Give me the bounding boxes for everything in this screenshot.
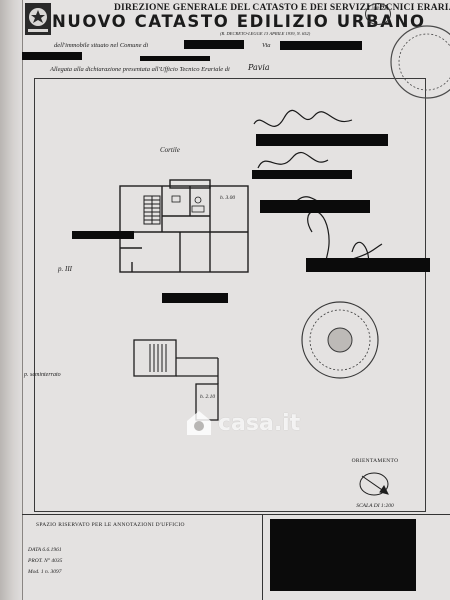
office-protocol: PROT. N° 4035	[28, 558, 63, 564]
office-row: Allegata alla dichiarazione presentata a…	[50, 66, 230, 73]
upper-floor-plan	[119, 179, 249, 273]
header-round-stamp	[390, 25, 450, 99]
bathroom-fixtures-icon	[171, 195, 205, 213]
street-label: Via	[262, 42, 271, 49]
casa-it-watermark: casa.it	[184, 408, 300, 438]
revenue-stamp-value: Lire 20	[365, 3, 391, 25]
republic-emblem-icon	[25, 3, 51, 35]
redacted-signature-4	[306, 258, 430, 272]
office-label: Allegata alla dichiarazione presentata a…	[50, 66, 230, 73]
compass-icon	[359, 472, 389, 496]
upper-height-label: h. 3.00	[220, 195, 236, 201]
redacted-neighbor-1	[72, 231, 134, 239]
redacted-owner	[22, 52, 82, 60]
official-round-stamp	[301, 301, 379, 379]
redacted-signature-2	[252, 170, 352, 179]
watermark-text: casa.it	[218, 410, 301, 436]
binding-strip	[0, 0, 23, 600]
ministry-heading: DIREZIONE GENERALE DEL CATASTO E DEI SER…	[114, 3, 450, 13]
register-title: NUOVO CATASTO EDILIZIO URBANO	[52, 12, 426, 31]
casa-logo-icon	[187, 411, 211, 435]
redacted-neighbor-2	[162, 293, 228, 303]
office-city-handwritten: Pavia	[248, 63, 270, 72]
basement-plan	[133, 339, 219, 421]
redacted-signature-3	[260, 200, 370, 213]
office-section-title: SPAZIO RISERVATO PER LE ANNOTAZIONI D'UF…	[36, 522, 185, 528]
floor-plan-drawing	[119, 25, 450, 496]
office-model: Mod. 1 n. 3097	[28, 569, 62, 575]
municipality-label: dell'immobile situato nel Comune di	[54, 42, 149, 49]
redacted-municipality	[184, 40, 244, 49]
stamp-value-text: Lire 20	[367, 4, 389, 12]
section-divider	[262, 515, 263, 600]
office-notes: DATA 6.6.1961 PROT. N° 4035 Mod. 1 n. 30…	[28, 545, 62, 578]
basement-label: p. seminterrato	[24, 372, 61, 378]
basement-stair-icon	[149, 344, 167, 372]
floor-label: p. III	[58, 265, 72, 273]
street-row: Via	[262, 42, 271, 49]
courtyard-label: Cortile	[160, 146, 180, 154]
office-date: DATA 6.6.1961	[28, 547, 62, 553]
redacted-signature-1	[256, 134, 388, 146]
redacted-owner-detail	[140, 56, 210, 61]
municipality-row: dell'immobile situato nel Comune di	[54, 42, 148, 49]
drawing-frame	[34, 78, 426, 512]
scale-label: SCALA DI 1:200	[356, 503, 394, 509]
decree-reference: (R. DECRETO-LEGGE 13 APRILE 1939, N. 652…	[220, 31, 311, 36]
lower-height-label: h. 2.10	[200, 394, 216, 400]
redacted-street	[280, 41, 362, 50]
redacted-office-block	[270, 519, 416, 591]
upper-stair-icon	[143, 195, 161, 225]
orientation-label: ORIENTAMENTO	[351, 458, 399, 464]
form-body: DIREZIONE GENERALE DEL CATASTO E DEI SER…	[22, 0, 450, 600]
office-annotations-section: SPAZIO RISERVATO PER LE ANNOTAZIONI D'UF…	[22, 514, 450, 600]
